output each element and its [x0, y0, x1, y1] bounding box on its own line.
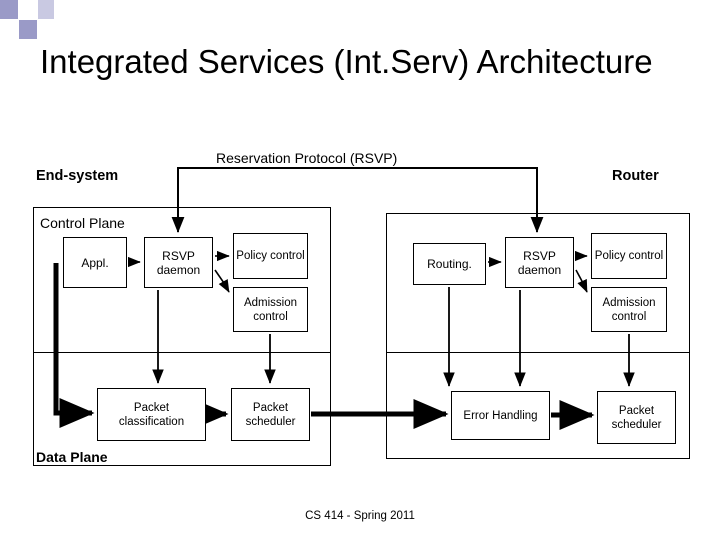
label-data-plane: Data Plane — [36, 449, 108, 465]
left-plane-divider — [33, 352, 331, 353]
deco-square-4 — [19, 20, 37, 39]
box-packet-classification[interactable]: Packet classification — [97, 388, 206, 441]
box-admission-control-left[interactable]: Admission control — [233, 287, 308, 332]
box-admission-control-right[interactable]: Admission control — [591, 287, 667, 332]
deco-square-5 — [38, 0, 54, 19]
label-end-system: End-system — [36, 168, 119, 184]
label-reservation-protocol: Reservation Protocol (RSVP) — [216, 150, 398, 166]
router-panel — [386, 213, 690, 459]
slide-footer: CS 414 - Spring 2011 — [305, 510, 415, 522]
decorative-squares — [0, 0, 60, 40]
label-control-plane: Control Plane — [40, 215, 125, 231]
box-packet-scheduler-right[interactable]: Packet scheduler — [597, 391, 676, 444]
box-error-handling[interactable]: Error Handling — [451, 391, 550, 440]
box-policy-control-right[interactable]: Policy control — [591, 233, 667, 279]
box-routing[interactable]: Routing. — [413, 243, 486, 285]
deco-square-3 — [0, 20, 18, 39]
right-plane-divider — [386, 352, 690, 353]
box-rsvp-daemon-left[interactable]: RSVP daemon — [144, 237, 213, 288]
box-policy-control-left[interactable]: Policy control — [233, 233, 308, 279]
label-router: Router — [612, 168, 659, 184]
box-packet-scheduler-left[interactable]: Packet scheduler — [231, 388, 310, 441]
page-title: Integrated Services (Int.Serv) Architect… — [40, 43, 653, 80]
box-rsvp-daemon-right[interactable]: RSVP daemon — [505, 237, 574, 288]
end-system-panel — [33, 207, 331, 466]
box-appl[interactable]: Appl. — [63, 237, 127, 288]
deco-square-2 — [19, 0, 37, 19]
deco-square-1 — [0, 0, 18, 19]
